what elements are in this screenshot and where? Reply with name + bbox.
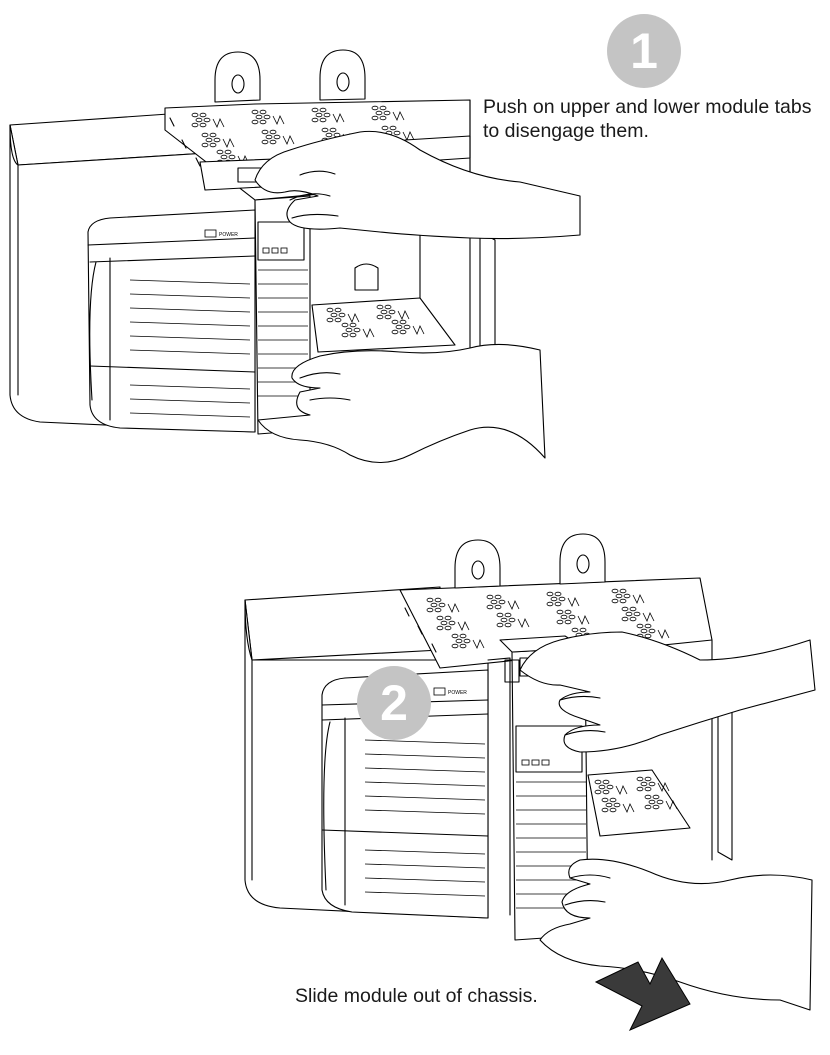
step1-instruction-line1: Push on upper and lower module tabs (483, 95, 811, 119)
step2-figure: POWER (245, 534, 815, 1030)
step1-number-badge: 1 (607, 14, 681, 88)
step2-instruction-line1: Slide module out of chassis. (295, 984, 538, 1008)
step1-power-label: POWER (219, 232, 238, 238)
step2-power-label: POWER (448, 690, 467, 696)
step2-number-badge: 2 (357, 666, 431, 740)
step1-instruction: Push on upper and lower module tabs to d… (483, 95, 811, 143)
step2-instruction: Slide module out of chassis. (295, 984, 538, 1008)
step1-instruction-line2: to disengage them. (483, 119, 811, 143)
